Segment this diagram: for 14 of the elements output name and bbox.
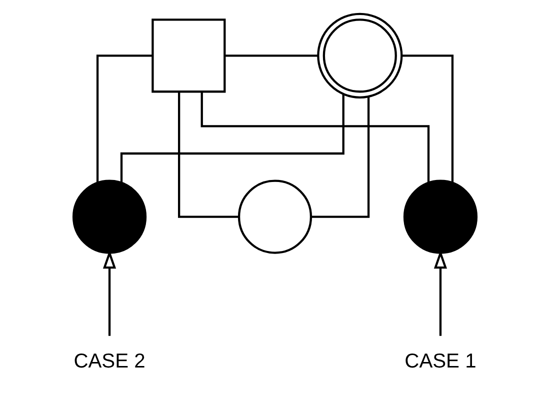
connector (120, 94, 344, 183)
node-text: CASE 2 (74, 350, 146, 372)
node-circle (238, 180, 312, 254)
node-box (152, 18, 226, 93)
node-circle (317, 12, 403, 98)
connector (311, 96, 370, 218)
node-circle (403, 180, 478, 254)
connector (200, 92, 430, 183)
connector (178, 92, 239, 218)
connector (224, 54, 318, 57)
connector (402, 54, 454, 183)
node-circle (72, 180, 147, 254)
connector (96, 54, 153, 183)
node-text: CASE 1 (404, 350, 476, 372)
